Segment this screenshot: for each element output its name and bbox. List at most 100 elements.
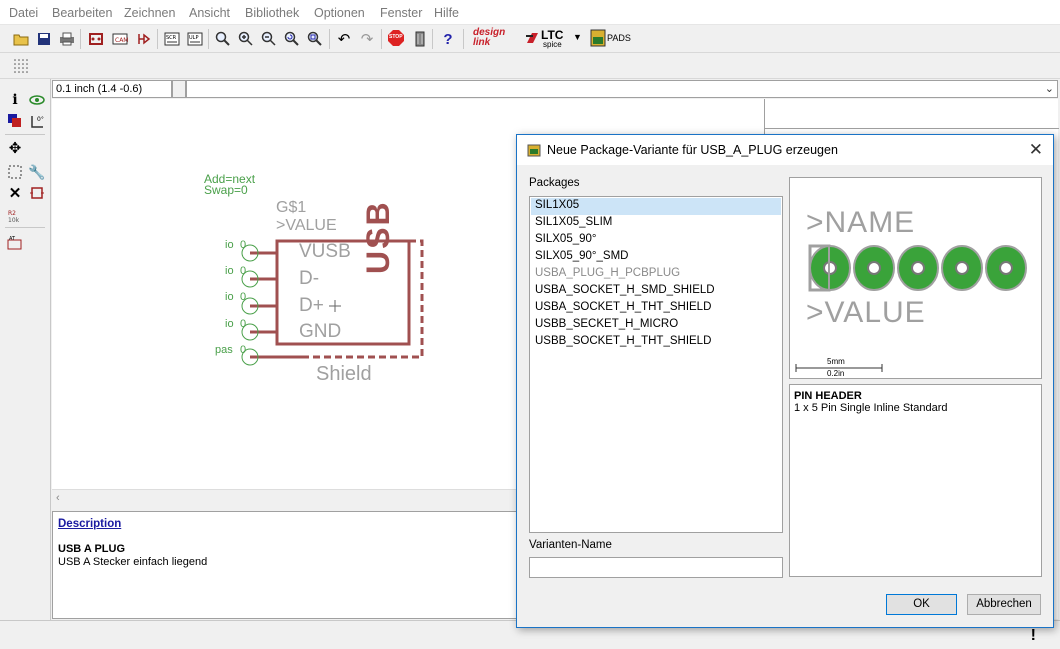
- svg-text:0°: 0°: [37, 116, 44, 123]
- group-icon[interactable]: [6, 163, 24, 181]
- description-title: USB A PLUG: [58, 543, 126, 555]
- undo-icon[interactable]: ↶: [337, 30, 351, 48]
- symbol-text: USB: [360, 200, 396, 274]
- package-item[interactable]: USBA_PLUG_H_PCBPLUG: [535, 267, 681, 279]
- symbol-name-label: G$1: [276, 199, 307, 216]
- pads-label: PADS: [607, 33, 631, 43]
- pads-button[interactable]: PADS: [590, 29, 631, 49]
- cmdline-spacer: [172, 80, 186, 98]
- menu-zeichnen[interactable]: Zeichnen: [124, 6, 176, 20]
- menu-bearbeiten[interactable]: Bearbeiten: [52, 6, 113, 20]
- save-icon[interactable]: [35, 30, 53, 48]
- pin-swap-level: 0: [240, 239, 247, 251]
- zoom-out-icon[interactable]: [260, 30, 278, 48]
- pin-direction-io: io: [225, 265, 234, 277]
- layer-display-icon[interactable]: [6, 112, 24, 130]
- svg-text:ULP: ULP: [189, 35, 198, 41]
- description-link[interactable]: Description: [58, 518, 122, 530]
- pin-name-dplus: D+: [299, 295, 324, 316]
- design-link-button[interactable]: design link: [473, 28, 519, 50]
- menu-datei[interactable]: Datei: [9, 6, 39, 20]
- package-item[interactable]: SILX05_90°_SMD: [535, 250, 629, 262]
- origin-cross: [329, 300, 341, 312]
- package-item[interactable]: USBB_SECKET_H_MICRO: [535, 318, 679, 330]
- zoom-redraw-icon[interactable]: [283, 30, 301, 48]
- pin-circles: [241, 244, 259, 366]
- pin-name-vusb: VUSB: [299, 241, 351, 262]
- move-icon[interactable]: ✥: [8, 139, 22, 157]
- menu-ansicht[interactable]: Ansicht: [189, 6, 230, 20]
- scale-in-label: 0.2in: [827, 369, 845, 378]
- mark-icon[interactable]: 0°: [28, 112, 46, 130]
- scale-mm-label: 5mm: [827, 357, 845, 366]
- chevron-down-icon[interactable]: ▼: [573, 32, 582, 42]
- swap-label: Swap=0: [204, 183, 248, 197]
- chevron-down-icon[interactable]: ⌄: [1044, 83, 1054, 95]
- package-item[interactable]: USBB_SOCKET_H_THT_SHIELD: [535, 335, 712, 347]
- package-item[interactable]: SIL1X05: [531, 198, 781, 215]
- show-eye-icon[interactable]: [28, 91, 46, 109]
- toolbar-separator: [208, 29, 209, 49]
- preview-name-text: >NAME: [806, 206, 916, 239]
- close-icon[interactable]: ✕: [1028, 140, 1043, 159]
- package-item[interactable]: USBA_SOCKET_H_SMD_SHIELD: [535, 284, 715, 296]
- symbol-drawing: [241, 239, 424, 366]
- stop-icon[interactable]: STOP: [387, 29, 405, 47]
- schematic-icon[interactable]: [135, 30, 153, 48]
- package-item[interactable]: SIL1X05_SLIM: [535, 216, 613, 228]
- toolbar-separator: [381, 29, 382, 49]
- pin-swap-level: 0: [240, 265, 247, 277]
- packages-label: Packages: [529, 177, 580, 189]
- symbol-outline: [275, 239, 411, 346]
- menu-hilfe[interactable]: Hilfe: [434, 6, 460, 20]
- zoom-select-icon[interactable]: [306, 30, 324, 48]
- zoom-fit-icon[interactable]: [214, 30, 232, 48]
- go-icon[interactable]: [411, 30, 429, 48]
- new-package-variant-dialog: Neue Package-Variante für USB_A_PLUG erz…: [516, 134, 1054, 628]
- menu-bibliothek[interactable]: Bibliothek: [245, 6, 300, 20]
- redo-icon[interactable]: ↷: [360, 30, 374, 48]
- print-icon[interactable]: [58, 30, 76, 48]
- menu-fenster[interactable]: Fenster: [380, 6, 423, 20]
- package-info: PIN HEADER 1 x 5 Pin Single Inline Stand…: [789, 384, 1042, 577]
- ltspice-button[interactable]: LTC spice ▼: [525, 28, 585, 50]
- board-icon[interactable]: [87, 30, 105, 48]
- svg-text:SCR: SCR: [166, 35, 177, 41]
- shield-outline: [302, 239, 424, 359]
- ulp-icon[interactable]: ULP: [186, 30, 204, 48]
- variant-name-input[interactable]: [529, 557, 783, 578]
- zoom-in-icon[interactable]: [237, 30, 255, 48]
- open-icon[interactable]: [12, 30, 30, 48]
- app-icon: [527, 144, 541, 157]
- description-text: USB A Stecker einfach liegend: [58, 556, 208, 568]
- command-line-input[interactable]: ⌄: [186, 80, 1058, 98]
- warning-icon[interactable]: !: [1030, 627, 1036, 644]
- change-wrench-icon[interactable]: 🔧: [28, 164, 46, 180]
- ok-button[interactable]: OK: [886, 594, 957, 615]
- svg-text:AT: AT: [9, 236, 16, 242]
- pin-swap-level: 0: [240, 344, 247, 356]
- script-icon[interactable]: SCR: [163, 30, 181, 48]
- scroll-left-icon[interactable]: ‹: [56, 492, 60, 504]
- svg-text:10k: 10k: [8, 217, 20, 224]
- cam-icon[interactable]: CAM: [111, 30, 129, 48]
- package-item[interactable]: USBA_SOCKET_H_THT_SHIELD: [535, 301, 712, 313]
- pinswap-icon[interactable]: [28, 184, 46, 202]
- palette-separator: [5, 134, 45, 135]
- toolbar-separator: [157, 29, 158, 49]
- info-icon[interactable]: i: [12, 92, 18, 108]
- menu-optionen[interactable]: Optionen: [314, 6, 365, 20]
- add-label: Add=next: [204, 172, 256, 186]
- help-icon[interactable]: ?: [443, 30, 453, 48]
- cancel-button[interactable]: Abbrechen: [967, 594, 1041, 615]
- grid-icon[interactable]: [12, 57, 30, 75]
- svg-text:CAM: CAM: [115, 37, 128, 44]
- attribute-icon[interactable]: AT: [6, 234, 24, 252]
- package-item[interactable]: SILX05_90°: [535, 233, 597, 245]
- ltc-label: LTC: [541, 28, 564, 42]
- package-info-title: PIN HEADER: [794, 390, 862, 402]
- delete-icon[interactable]: ✕: [8, 184, 22, 202]
